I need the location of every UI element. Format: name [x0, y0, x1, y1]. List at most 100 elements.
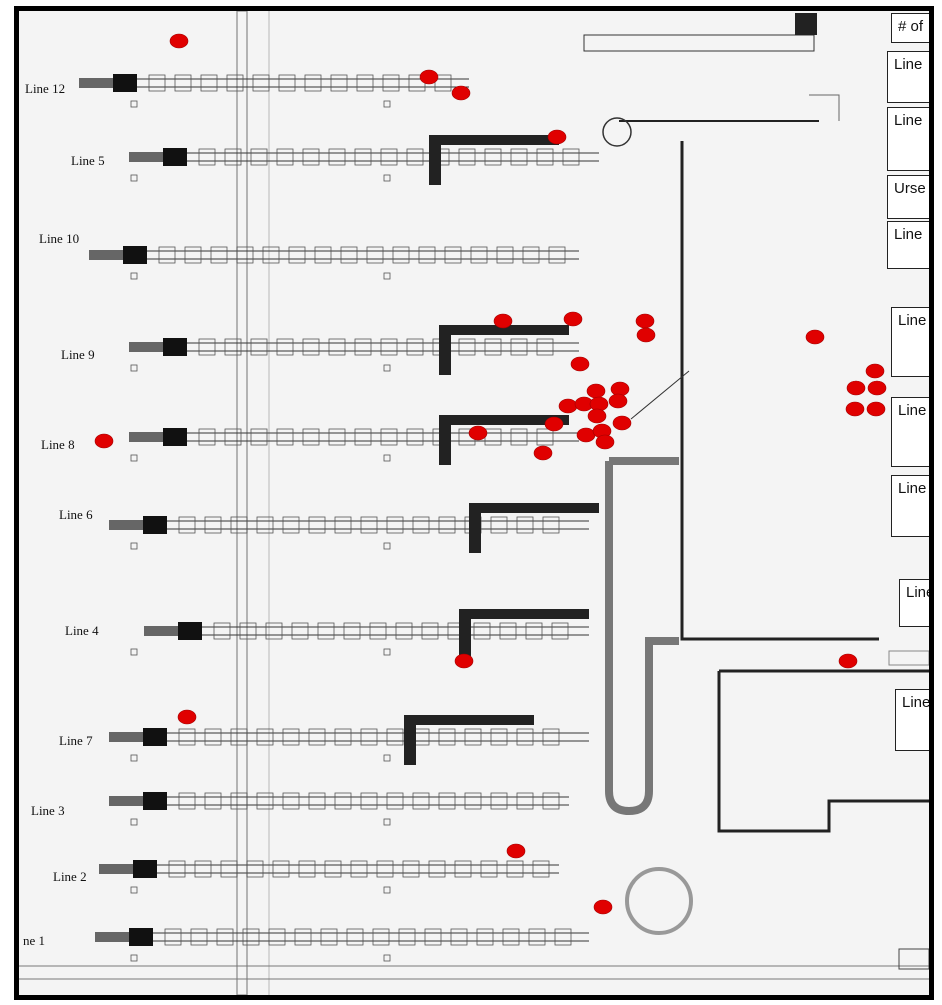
- machine-station: [158, 246, 176, 264]
- machine-station: [562, 148, 580, 166]
- line-label: Line 12: [25, 81, 66, 96]
- machine-station: [213, 622, 231, 640]
- machine-station: [178, 516, 196, 534]
- machine-station: [473, 622, 491, 640]
- red-marker: [595, 434, 615, 450]
- machine-block: [129, 928, 153, 946]
- machine-station: [210, 246, 228, 264]
- machine-station: [294, 928, 312, 946]
- machine-station: [354, 338, 372, 356]
- red-marker: [846, 380, 866, 396]
- machine-station: [272, 860, 290, 878]
- machine-station: [164, 928, 182, 946]
- machine-station: [265, 622, 283, 640]
- red-marker: [94, 433, 114, 449]
- machine-station: [458, 148, 476, 166]
- machine-station: [340, 246, 358, 264]
- machine-station: [380, 148, 398, 166]
- machine-station: [490, 728, 508, 746]
- machine-station: [476, 928, 494, 946]
- machine-block: [163, 428, 187, 446]
- column-marker: [383, 818, 391, 826]
- red-marker: [493, 313, 513, 329]
- overhead-conveyor: [439, 325, 569, 335]
- machine-station: [178, 792, 196, 810]
- machine-block: [178, 622, 202, 640]
- column-marker: [130, 886, 138, 894]
- red-marker: [547, 129, 567, 145]
- machine-station: [256, 792, 274, 810]
- machine-station: [496, 246, 514, 264]
- red-marker: [593, 899, 613, 915]
- machine-station: [464, 728, 482, 746]
- machine-station: [250, 338, 268, 356]
- machine-station: [230, 516, 248, 534]
- machine-station: [499, 622, 517, 640]
- vertical-conveyor: [439, 325, 451, 375]
- line-label: Line 9: [61, 347, 95, 362]
- machine-station: [262, 246, 280, 264]
- machine-station: [438, 792, 456, 810]
- red-marker: [558, 398, 578, 414]
- line-label: Line 8: [41, 437, 75, 452]
- machine-block: [133, 860, 157, 878]
- machine-station: [402, 860, 420, 878]
- machine-station: [216, 928, 234, 946]
- machine-block: [163, 338, 187, 356]
- machine-station: [542, 516, 560, 534]
- feed-conveyor: [89, 250, 123, 260]
- column-marker: [130, 954, 138, 962]
- column-marker: [383, 542, 391, 550]
- red-marker: [576, 427, 596, 443]
- machine-station: [380, 428, 398, 446]
- machine-station: [464, 792, 482, 810]
- machine-station: [256, 516, 274, 534]
- column-marker: [383, 174, 391, 182]
- column-marker: [383, 754, 391, 762]
- legend-box: Line: [887, 107, 929, 171]
- legend-box: # of: [891, 13, 929, 43]
- machine-station: [226, 74, 244, 92]
- machine-station: [480, 860, 498, 878]
- machine-station: [434, 74, 452, 92]
- machine-station: [412, 516, 430, 534]
- machine-station: [395, 622, 413, 640]
- machine-station: [190, 928, 208, 946]
- machine-station: [510, 338, 528, 356]
- red-marker: [177, 709, 197, 725]
- machine-station: [458, 338, 476, 356]
- machine-station: [406, 148, 424, 166]
- machine-station: [246, 860, 264, 878]
- red-marker: [587, 408, 607, 424]
- machine-station: [230, 728, 248, 746]
- machine-station: [386, 792, 404, 810]
- red-marker: [419, 69, 439, 85]
- machine-station: [204, 792, 222, 810]
- machine-station: [334, 728, 352, 746]
- machine-station: [252, 74, 270, 92]
- machine-station: [278, 74, 296, 92]
- machine-station: [490, 792, 508, 810]
- machine-station: [328, 428, 346, 446]
- red-marker: [635, 313, 655, 329]
- machine-station: [308, 516, 326, 534]
- red-marker: [451, 85, 471, 101]
- machine-station: [224, 428, 242, 446]
- column-marker: [130, 648, 138, 656]
- line-label: Line 4: [65, 623, 99, 638]
- machine-station: [522, 246, 540, 264]
- machine-station: [406, 338, 424, 356]
- machine-station: [551, 622, 569, 640]
- machine-station: [444, 246, 462, 264]
- column-marker: [130, 454, 138, 462]
- machine-station: [421, 622, 439, 640]
- machine-station: [314, 246, 332, 264]
- machine-station: [346, 928, 364, 946]
- machine-station: [256, 728, 274, 746]
- machine-station: [424, 928, 442, 946]
- red-marker: [586, 383, 606, 399]
- machine-station: [438, 516, 456, 534]
- machine-station: [516, 728, 534, 746]
- machine-station: [360, 728, 378, 746]
- red-marker: [506, 843, 526, 859]
